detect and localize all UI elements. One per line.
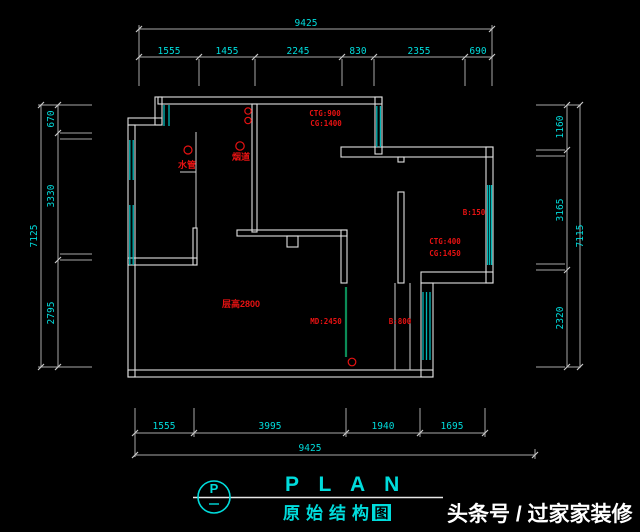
dim-bottom-seg-3: 1695 xyxy=(441,421,464,432)
dim-left-total: 7125 xyxy=(29,225,40,248)
pipe-symbol-1 xyxy=(244,107,252,115)
dim-top-seg-1: 1455 xyxy=(216,46,239,57)
label-window-a-height: CG:1400 xyxy=(310,119,342,128)
window-top-left xyxy=(163,105,170,126)
drain-symbol xyxy=(347,357,357,367)
label-beam: B:150 xyxy=(463,208,486,217)
plan-marker-letter: P xyxy=(210,481,219,496)
plan-title: P L A N xyxy=(285,473,406,496)
annotation-layer: 水管 烟道 CTG:900 CG:1400 B:150 CTG:400 CG:1… xyxy=(178,107,486,367)
dim-bottom-total: 9425 xyxy=(299,443,322,454)
flue-symbol xyxy=(235,141,245,151)
plan-marker-circle xyxy=(197,480,231,514)
dim-top-total: 9425 xyxy=(295,18,318,29)
plan-subtitle-boxed-char: 图 xyxy=(375,505,389,521)
dim-top-seg-4: 2355 xyxy=(408,46,431,57)
dim-left-seg-0: 670 xyxy=(46,110,57,127)
dim-right-seg-0: 1160 xyxy=(555,115,566,138)
dim-right-total: 7115 xyxy=(575,225,586,248)
label-water-pipe: 水管 xyxy=(178,159,196,170)
pipe-symbol-2 xyxy=(244,116,252,125)
window-bedroom-east xyxy=(486,185,493,265)
label-flue: 烟道 xyxy=(232,151,250,162)
dim-right-seg-2: 2320 xyxy=(555,306,566,329)
watermark: 头条号 / 过家家装修 xyxy=(447,502,634,526)
window-left-lower xyxy=(129,205,134,265)
dimension-layer-top: 9425 1555 1455 2245 830 2355 690 xyxy=(135,18,496,86)
dim-top-seg-0: 1555 xyxy=(158,46,181,57)
dim-top-seg-3: 830 xyxy=(349,46,366,57)
dim-top-seg-2: 2245 xyxy=(287,46,310,57)
window-balcony xyxy=(422,292,431,360)
title-block: P P L A N 原始结构 图 头条号 / 过家家装修 xyxy=(193,473,634,526)
label-window-b-sill: CTG:400 xyxy=(429,237,461,246)
label-window-b-height: CG:1450 xyxy=(429,249,461,258)
label-door-opening: MD:2450 xyxy=(310,317,342,326)
plan-subtitle: 原始结构 xyxy=(283,503,375,523)
dim-left-seg-2: 2795 xyxy=(46,302,57,325)
label-balcony-bay: B:800 xyxy=(389,317,412,326)
label-ceiling-height: 层高2800 xyxy=(222,298,260,309)
dimension-layer-left: 670 3330 2795 7125 xyxy=(29,101,92,371)
water-pipe-symbol xyxy=(183,145,193,155)
window-left-upper xyxy=(129,140,134,180)
window-bath xyxy=(376,106,382,147)
window-layer xyxy=(129,105,493,360)
dimension-layer-bottom: 1555 3995 1940 1695 9425 xyxy=(131,408,539,459)
label-window-a-sill: CTG:900 xyxy=(309,109,341,118)
dim-top-seg-5: 690 xyxy=(469,46,486,57)
dim-bottom-seg-1: 3995 xyxy=(259,421,282,432)
dim-bottom-seg-0: 1555 xyxy=(153,421,176,432)
dim-right-seg-1: 3165 xyxy=(555,199,566,222)
subtitle-highlight-box xyxy=(372,504,391,521)
dimension-layer-right: 1160 3165 2320 7115 xyxy=(536,101,586,371)
dim-left-seg-1: 3330 xyxy=(46,184,57,207)
dim-bottom-seg-2: 1940 xyxy=(372,421,395,432)
wall-layer xyxy=(127,96,494,378)
